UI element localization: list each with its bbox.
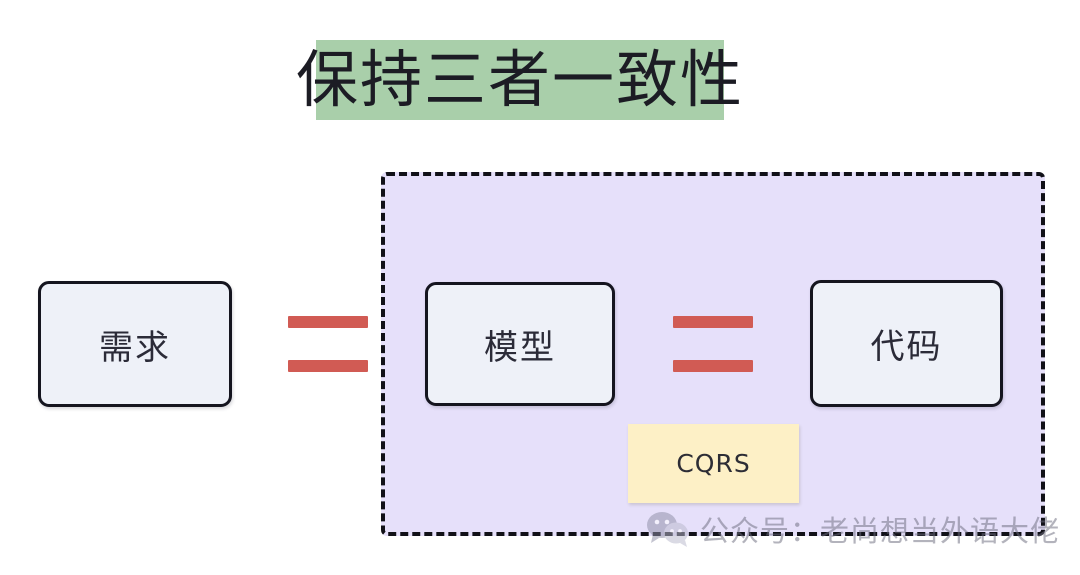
node-requirement-label: 需求 bbox=[99, 327, 171, 368]
page-title: 保持三者一致性 bbox=[296, 43, 745, 116]
equals-bar-top bbox=[288, 316, 368, 328]
page-title-highlight: 保持三者一致性 bbox=[296, 40, 742, 120]
equals-bar-top bbox=[673, 316, 753, 328]
node-cqrs[interactable]: CQRS bbox=[628, 424, 799, 503]
equals-sign-model-code bbox=[673, 316, 753, 372]
node-model-label: 模型 bbox=[484, 327, 556, 368]
node-requirement[interactable]: 需求 bbox=[38, 281, 232, 407]
equals-bar-bottom bbox=[673, 360, 753, 372]
node-code[interactable]: 代码 bbox=[810, 280, 1003, 407]
equals-sign-requirement-model bbox=[288, 316, 368, 372]
node-model[interactable]: 模型 bbox=[425, 282, 615, 406]
node-code-label: 代码 bbox=[870, 327, 943, 367]
node-cqrs-label: CQRS bbox=[676, 449, 751, 478]
equals-bar-bottom bbox=[288, 360, 368, 372]
